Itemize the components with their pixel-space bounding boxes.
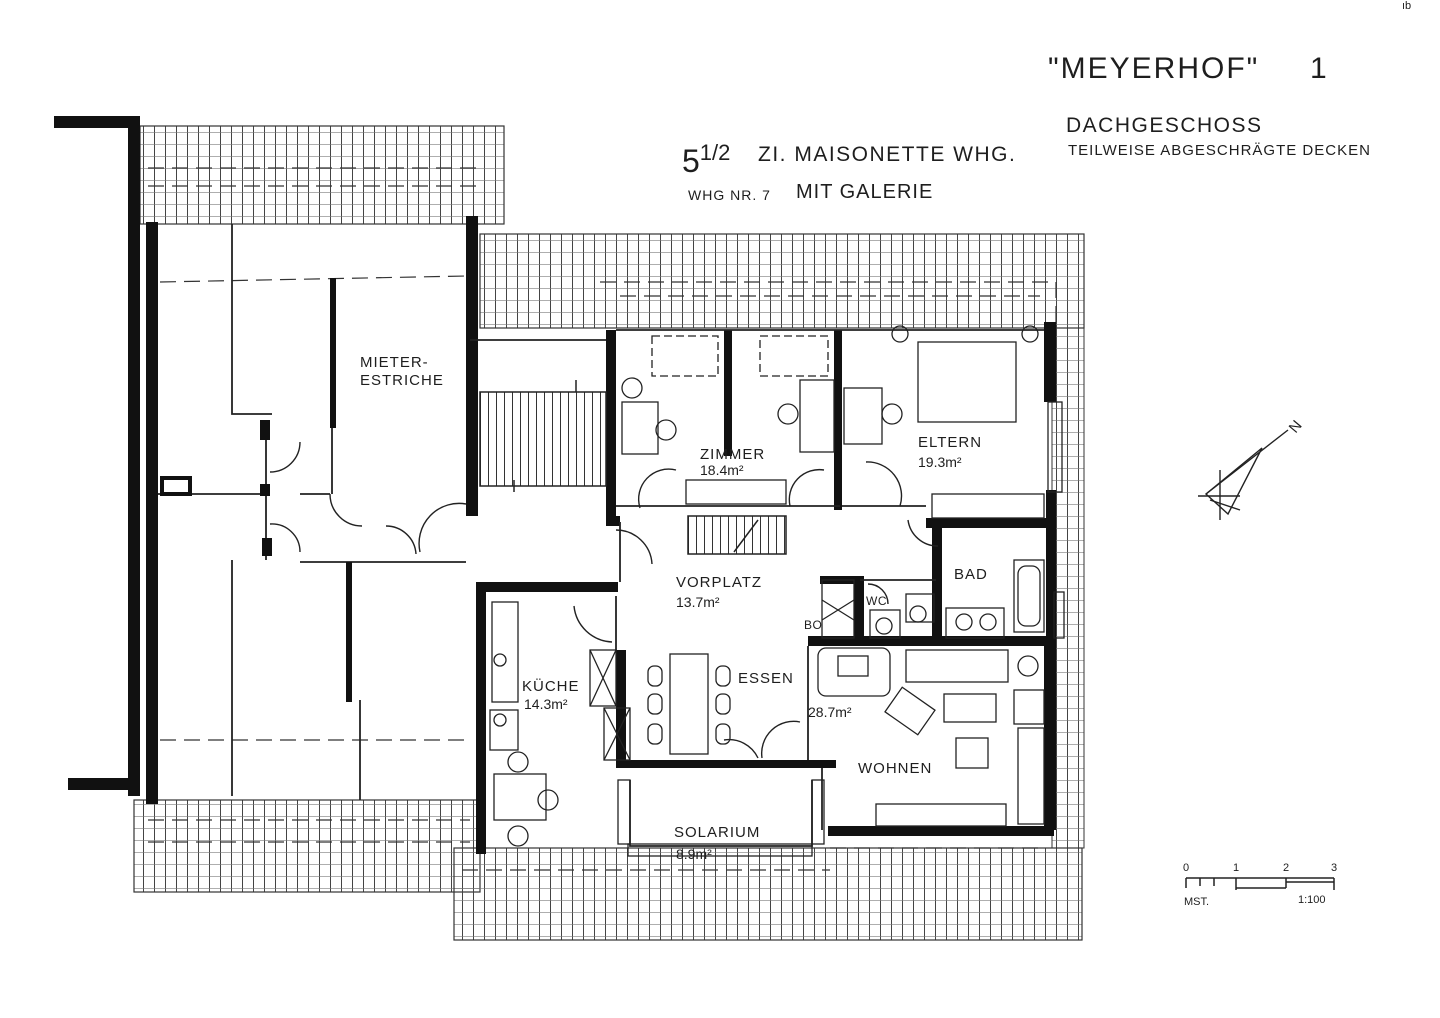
scale-tick-2: 2: [1283, 862, 1290, 874]
scale-ratio: 1:100: [1298, 894, 1326, 906]
room-mieter-label-2: ESTRICHE: [360, 372, 444, 389]
scale-tick-3: 3: [1331, 862, 1338, 874]
roof-tiles: [133, 125, 1085, 941]
scale-tick-0: 0: [1183, 862, 1190, 874]
room-solarium-label: SOLARIUM: [674, 824, 761, 841]
stairs: [479, 380, 787, 555]
room-kueche-label: KÜCHE: [522, 678, 580, 695]
room-bo-label: BO: [804, 618, 823, 632]
room-vorplatz-label: VORPLATZ: [676, 574, 763, 591]
room-kueche-area: 14.3m²: [524, 696, 568, 712]
scale-tick-1: 1: [1233, 862, 1240, 874]
floor-note: TEILWEISE ABGESCHRÄGTE DECKEN: [1068, 142, 1371, 159]
room-zimmer-area: 18.4m²: [700, 462, 744, 478]
furniture: [489, 325, 1063, 847]
room-vorplatz-area: 13.7m²: [676, 594, 720, 610]
scale-label: MST.: [1184, 896, 1210, 908]
room-wohnen-label: WOHNEN: [858, 760, 933, 777]
sheet-number: 1: [1310, 52, 1327, 85]
apartment-type: ZI. MAISONETTE WHG.: [758, 143, 1017, 166]
project-title: "MEYERHOF": [1048, 52, 1260, 85]
exterior-walls: [54, 116, 1056, 854]
north-arrow-icon: [1198, 429, 1289, 520]
scale-bar: [1185, 877, 1335, 890]
room-mieter-label-1: MIETER-: [360, 354, 429, 371]
room-zimmer-label: ZIMMER: [700, 446, 766, 463]
room-essen-area: 28.7m²: [808, 704, 852, 720]
interior-walls: [158, 224, 1044, 847]
room-count-fraction: 1/2: [699, 140, 731, 165]
room-essen-label: ESSEN: [738, 670, 794, 687]
room-eltern-label: ELTERN: [918, 434, 983, 451]
room-bad-label: BAD: [954, 566, 988, 583]
room-eltern-area: 19.3m²: [918, 454, 962, 470]
room-count-whole: 5: [682, 143, 700, 179]
apartment-extra: MIT GALERIE: [796, 181, 934, 203]
apartment-room-count: 51/2: [682, 140, 730, 180]
door-swings: [269, 441, 939, 759]
room-solarium-area: 8.9m²: [676, 846, 712, 862]
windows: [617, 591, 1065, 857]
heavy-partitions: [160, 278, 352, 702]
floor-name: DACHGESCHOSS: [1066, 114, 1263, 137]
slope-lines: [148, 167, 1057, 871]
corner-mark: ıb: [1402, 0, 1412, 12]
apartment-number: WHG NR. 7: [688, 187, 771, 203]
room-wc-label: WC: [866, 594, 887, 608]
